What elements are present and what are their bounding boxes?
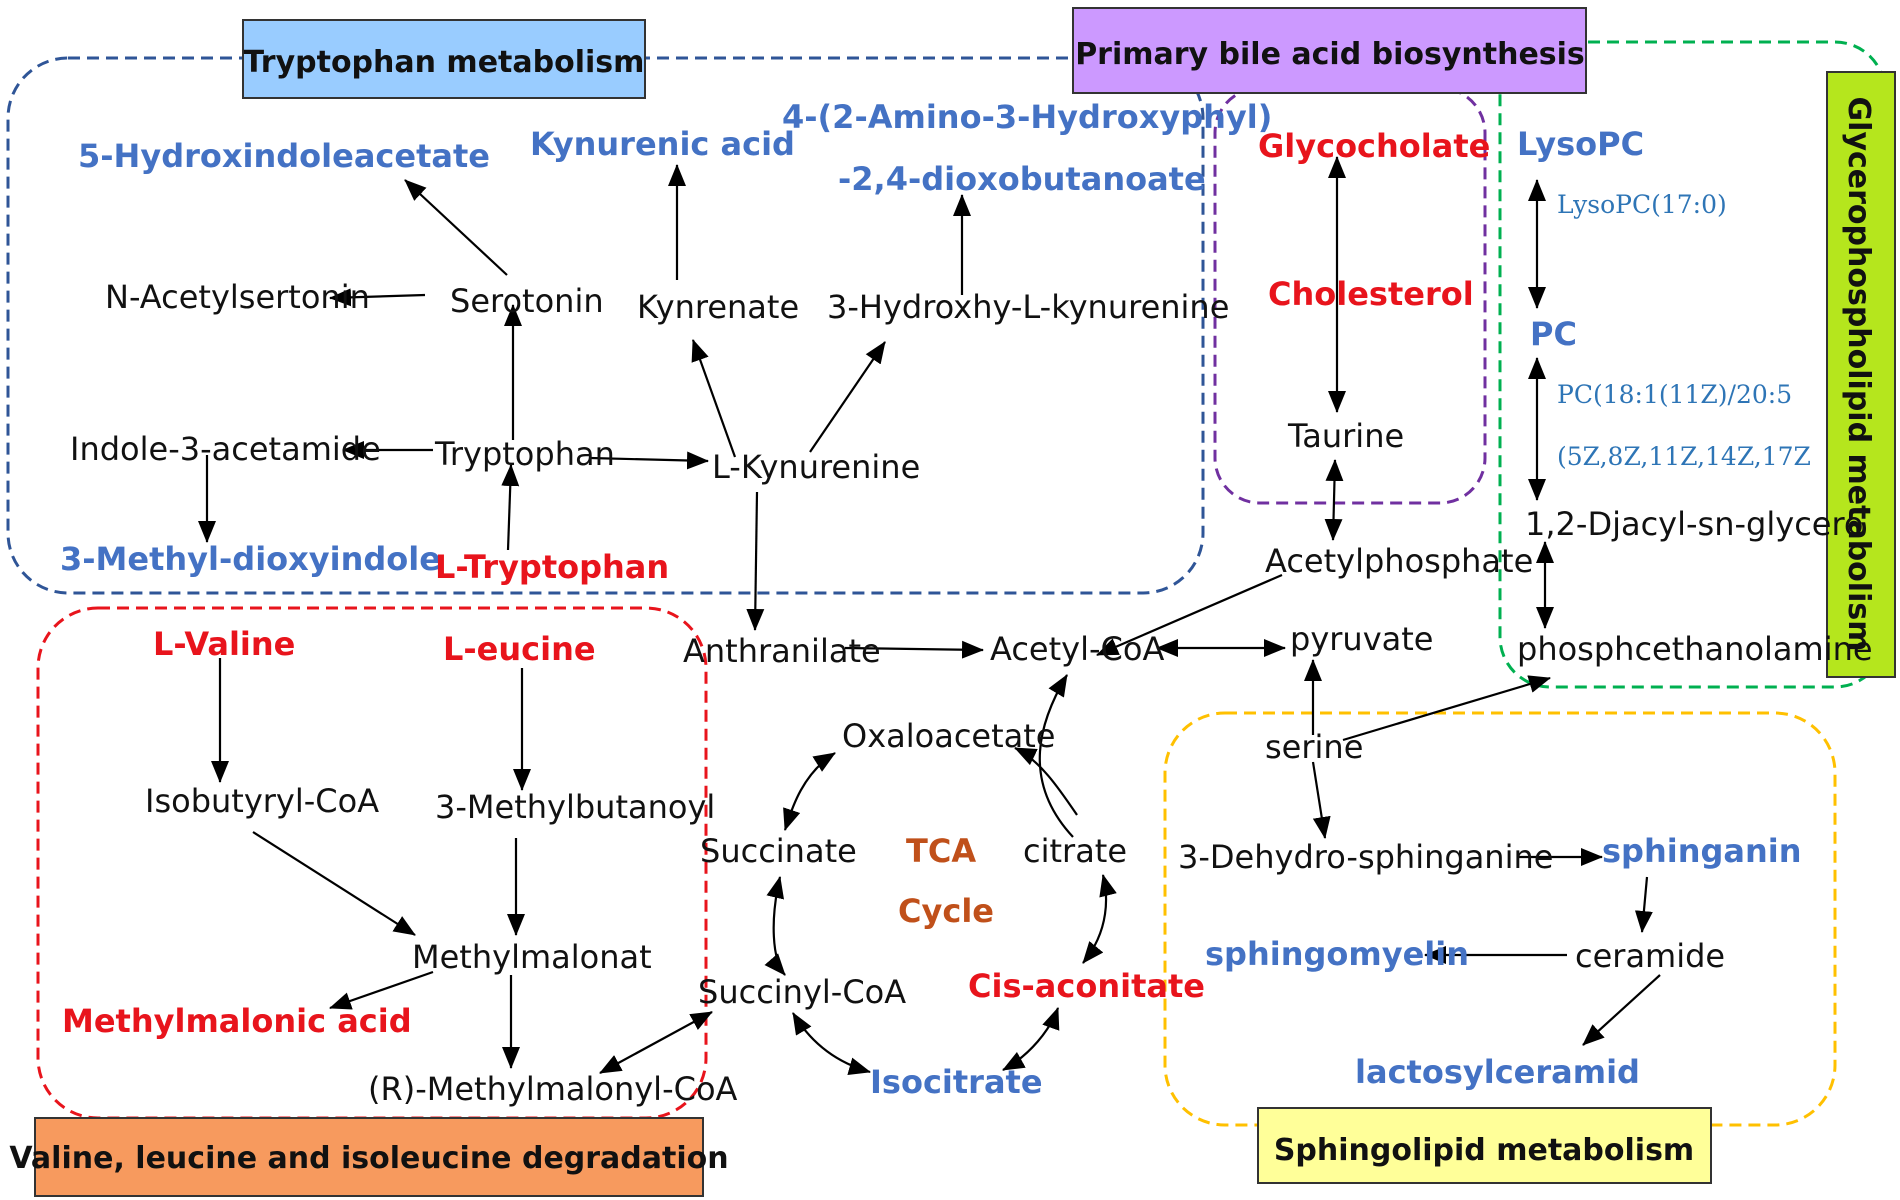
label-anthranilate: Anthranilate	[683, 632, 881, 670]
label-amino-hydroxyphenyl-1: 4-(2-Amino-3-Hydroxyphyl)	[782, 98, 1272, 136]
label-isobutyryl-coa: Isobutyryl-CoA	[145, 782, 379, 820]
sphingo-title-box	[1257, 1107, 1712, 1184]
label-acetyl-coa: Acetyl-CoA	[990, 630, 1164, 668]
label-sphingomyelin: sphingomyelin	[1205, 935, 1469, 973]
label-cis-aconitate: Cis-aconitate	[968, 967, 1205, 1005]
label-lactosylceramid: lactosylceramid	[1355, 1053, 1640, 1091]
label-diacyl-glycero: 1,2-Djacyl-sn-glycero	[1525, 505, 1864, 543]
label-pc-sub-2: (5Z,8Z,11Z,14Z,17Z	[1557, 442, 1811, 471]
label-pc: PC	[1530, 315, 1577, 353]
label-taurine: Taurine	[1287, 417, 1404, 455]
label-tryptophan: Tryptophan	[434, 435, 615, 473]
bile-title: Primary bile acid biosynthesis	[1075, 37, 1585, 72]
label-citrate: citrate	[1023, 832, 1127, 870]
label-pyruvate: pyruvate	[1290, 620, 1433, 658]
label-serotonin: Serotonin	[450, 282, 604, 320]
label-lysopc: LysoPC	[1517, 125, 1644, 163]
sphingo-title: Sphingolipid metabolism	[1274, 1133, 1694, 1168]
arrows	[198, 156, 1661, 1075]
label-amino-hydroxyphenyl-2: -2,4-dioxobutanoate	[838, 160, 1206, 198]
label-indole-acetamide: Indole-3-acetamide	[70, 430, 381, 468]
valine-title: Valine, leucine and isoleucine degradati…	[9, 1141, 728, 1176]
label-isocitrate: Isocitrate	[870, 1063, 1043, 1101]
label-hydroxindoleacetate: 5-Hydroxindoleacetate	[78, 137, 490, 175]
label-methylbutanoyl: 3-Methylbutanoyl	[435, 788, 715, 826]
label-l-tryptophan: L-Tryptophan	[435, 548, 669, 586]
label-l-kynurenine: L-Kynurenine	[712, 448, 920, 486]
glycero-title-box	[1826, 71, 1896, 678]
label-kynurenic-acid: Kynurenic acid	[530, 125, 795, 163]
label-l-valine: L-Valine	[153, 625, 295, 663]
label-phosphoethanolamine: phosphcethanolamine	[1517, 630, 1873, 668]
label-methylmalonic-acid: Methylmalonic acid	[62, 1002, 412, 1040]
metabolite-labels: 5-Hydroxindoleacetate Kynurenic acid 4-(…	[60, 98, 1873, 1108]
label-dehydro-sphinganine: 3-Dehydro-sphinganine	[1178, 838, 1553, 876]
label-methylmalonat: Methylmalonat	[412, 938, 652, 976]
label-succinyl-coa: Succinyl-CoA	[698, 973, 906, 1011]
label-methyl-dioxyindole: 3-Methyl-dioxyindole	[60, 540, 441, 578]
label-glycocholate: Glycocholate	[1258, 127, 1490, 165]
label-n-acetylserotonin: N-Acetylsertonin	[105, 278, 370, 316]
tryptophan-title: Tryptophan metabolism	[244, 45, 645, 80]
label-sphinganin: sphinganin	[1602, 832, 1802, 870]
label-serine: serine	[1265, 728, 1363, 766]
label-cholesterol: Cholesterol	[1268, 275, 1474, 313]
label-hydroxy-kynurenine: 3-Hydroxhy-L-kynurenine	[827, 288, 1229, 326]
label-lysopc-sub: LysoPC(17:0)	[1557, 190, 1727, 219]
bile-title-box	[1072, 7, 1587, 94]
label-succinate: Succinate	[700, 832, 857, 870]
label-methylmalonyl-coa: (R)-Methylmalonyl-CoA	[368, 1070, 738, 1108]
valine-region	[36, 606, 708, 1120]
label-pc-sub-1: PC(18:1(11Z)/20:5	[1557, 380, 1792, 409]
valine-title-box	[34, 1117, 704, 1197]
label-kynrenate: Kynrenate	[637, 288, 799, 326]
label-oxaloacetate: Oxaloacetate	[842, 717, 1055, 755]
label-ceramide: ceramide	[1575, 937, 1725, 975]
glycero-title: Glycerophospholipid metabolism	[1841, 97, 1876, 652]
sphingo-region	[1163, 711, 1837, 1127]
label-acetylphosphate: Acetylphosphate	[1265, 542, 1533, 580]
label-cycle: Cycle	[898, 892, 994, 930]
label-tca: TCA	[906, 832, 976, 870]
label-l-eucine: L-eucine	[443, 630, 596, 668]
tryptophan-title-box	[242, 19, 646, 99]
